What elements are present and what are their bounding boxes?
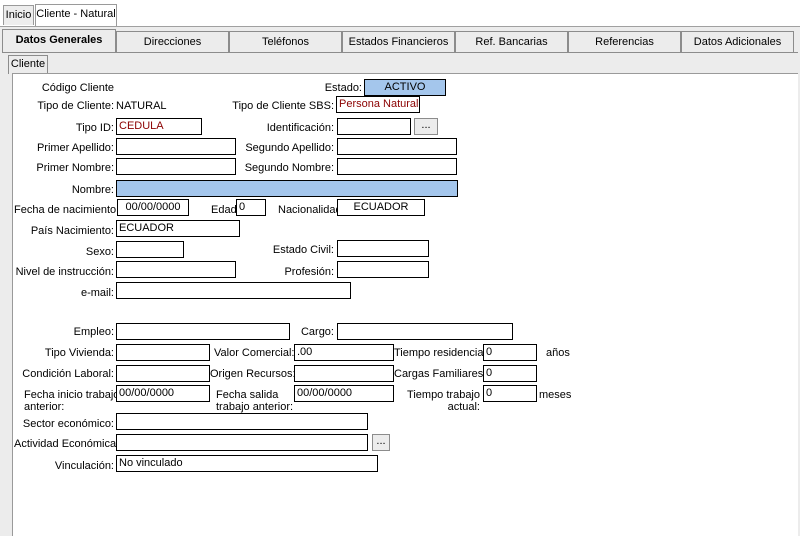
primer-nombre-label: Primer Nombre: bbox=[36, 162, 114, 174]
fecha-nacimiento-label: Fecha de nacimiento: bbox=[14, 204, 120, 216]
subtab-cliente[interactable]: Cliente bbox=[8, 55, 48, 74]
primer-nombre-field[interactable] bbox=[116, 158, 236, 175]
tab-telefonos[interactable]: Teléfonos bbox=[229, 31, 342, 52]
tiempo-trabajo-label-2: actual: bbox=[447, 401, 480, 413]
tipo-cliente-sbs-label: Tipo de Cliente SBS: bbox=[232, 100, 334, 112]
codigo-cliente-label: Código Cliente bbox=[41, 82, 114, 94]
identificacion-label: Identificación: bbox=[266, 122, 334, 134]
tipo-id-label: Tipo ID: bbox=[75, 122, 114, 134]
edad-field[interactable]: 0 bbox=[236, 199, 266, 216]
valor-comercial-field[interactable]: .00 bbox=[294, 344, 394, 361]
nivel-instruccion-field[interactable] bbox=[116, 261, 236, 278]
tab-datos-generales[interactable]: Datos Generales bbox=[2, 29, 116, 52]
tiempo-residencia-field[interactable]: 0 bbox=[483, 344, 537, 361]
tab-referencias[interactable]: Referencias bbox=[568, 31, 681, 52]
cargas-familiares-label: Cargas Familiares: bbox=[394, 368, 487, 380]
cargo-field[interactable] bbox=[337, 323, 513, 340]
tipo-cliente-label: Tipo de Cliente: bbox=[37, 100, 114, 112]
top-tab-inicio[interactable]: Inicio bbox=[3, 5, 34, 25]
nivel-instruccion-label: Nivel de instrucción: bbox=[15, 266, 114, 278]
fecha-salida-label-1: Fecha salida bbox=[216, 389, 279, 401]
tab-estados-financieros[interactable]: Estados Financieros bbox=[342, 31, 455, 52]
tab-direcciones[interactable]: Direcciones bbox=[116, 31, 229, 52]
tiempo-residencia-label: Tiempo residencia: bbox=[394, 347, 487, 359]
empleo-field[interactable] bbox=[116, 323, 290, 340]
nombre-label: Nombre: bbox=[71, 184, 114, 196]
vinculacion-field[interactable]: No vinculado bbox=[116, 455, 378, 472]
profesion-label: Profesión: bbox=[284, 266, 334, 278]
estado-civil-field[interactable] bbox=[337, 240, 429, 257]
segundo-apellido-label: Segundo Apellido: bbox=[245, 142, 334, 154]
identificacion-browse-button[interactable]: ... bbox=[414, 118, 438, 135]
fecha-inicio-trabajo-label-2: anterior: bbox=[24, 401, 65, 413]
sector-economico-label: Sector económico: bbox=[22, 418, 114, 430]
fecha-salida-field[interactable]: 00/00/0000 bbox=[294, 385, 394, 402]
tipo-cliente-value: NATURAL bbox=[116, 100, 167, 112]
tab-ref-bancarias[interactable]: Ref. Bancarias bbox=[455, 31, 568, 52]
email-field[interactable] bbox=[116, 282, 351, 299]
segundo-nombre-label: Segundo Nombre: bbox=[244, 162, 334, 174]
actividad-economica-browse-button[interactable]: ... bbox=[372, 434, 390, 451]
tab-datos-adicionales[interactable]: Datos Adicionales bbox=[681, 31, 794, 52]
segundo-nombre-field[interactable] bbox=[337, 158, 457, 175]
profesion-field[interactable] bbox=[337, 261, 429, 278]
tipo-cliente-sbs-field[interactable]: Persona Natural bbox=[336, 96, 420, 113]
valor-comercial-label: Valor Comercial: bbox=[214, 347, 295, 359]
pais-nacimiento-field[interactable]: ECUADOR bbox=[116, 220, 240, 237]
meses-label: meses bbox=[539, 389, 572, 401]
actividad-economica-label: Actividad Económica: bbox=[14, 438, 120, 450]
fecha-salida-label-2: trabajo anterior: bbox=[216, 401, 294, 413]
fecha-inicio-trabajo-label-1: Fecha inicio trabajo bbox=[24, 389, 120, 401]
tipo-vivienda-label: Tipo Vivienda: bbox=[44, 347, 114, 359]
tipo-vivienda-field[interactable] bbox=[116, 344, 210, 361]
nacionalidad-label: Nacionalidad: bbox=[278, 204, 345, 216]
anios-label: años bbox=[546, 347, 570, 359]
empleo-label: Empleo: bbox=[73, 326, 114, 338]
nombre-field[interactable] bbox=[116, 180, 458, 197]
sexo-field[interactable] bbox=[116, 241, 184, 258]
tipo-id-field[interactable]: CEDULA bbox=[116, 118, 202, 135]
nacionalidad-field[interactable]: ECUADOR bbox=[337, 199, 425, 216]
actividad-economica-field[interactable] bbox=[116, 434, 368, 451]
edad-label: Edad: bbox=[211, 204, 240, 216]
segundo-apellido-field[interactable] bbox=[337, 138, 457, 155]
identificacion-field[interactable] bbox=[337, 118, 411, 135]
origen-recursos-field[interactable] bbox=[294, 365, 394, 382]
estado-field[interactable]: ACTIVO bbox=[364, 79, 446, 96]
vinculacion-label: Vinculación: bbox=[54, 460, 114, 472]
estado-civil-label: Estado Civil: bbox=[272, 244, 334, 256]
condicion-laboral-label: Condición Laboral: bbox=[22, 368, 114, 380]
sexo-label: Sexo: bbox=[85, 246, 114, 258]
tiempo-trabajo-field[interactable]: 0 bbox=[483, 385, 537, 402]
tiempo-trabajo-label-1: Tiempo trabajo bbox=[407, 389, 480, 401]
cargas-familiares-field[interactable]: 0 bbox=[483, 365, 537, 382]
pais-nacimiento-label: País Nacimiento: bbox=[30, 225, 114, 237]
fecha-inicio-trabajo-field[interactable]: 00/00/0000 bbox=[116, 385, 210, 402]
condicion-laboral-field[interactable] bbox=[116, 365, 210, 382]
email-label: e-mail: bbox=[80, 287, 114, 299]
primer-apellido-field[interactable] bbox=[116, 138, 236, 155]
origen-recursos-label: Origen Recursos: bbox=[210, 368, 296, 380]
top-tab-cliente-natural[interactable]: Cliente - Natural bbox=[35, 4, 117, 26]
cargo-label: Cargo: bbox=[300, 326, 334, 338]
estado-label: Estado: bbox=[324, 82, 362, 94]
top-tab-strip: Inicio Cliente - Natural bbox=[0, 0, 800, 27]
fecha-nacimiento-field[interactable]: 00/00/0000 bbox=[117, 199, 189, 216]
main-tab-row: Datos Generales Direcciones Teléfonos Es… bbox=[2, 29, 798, 52]
tab-content bbox=[2, 52, 798, 537]
primer-apellido-label: Primer Apellido: bbox=[36, 142, 114, 154]
sector-economico-field[interactable] bbox=[116, 413, 368, 430]
